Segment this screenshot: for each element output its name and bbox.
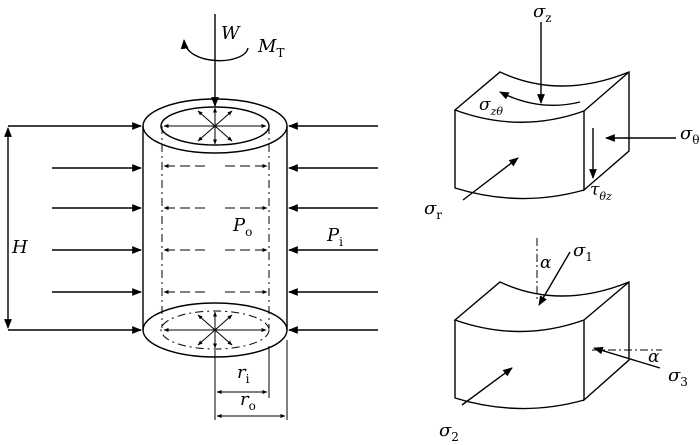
height-label: H <box>11 237 28 258</box>
sigma-theta-label: σθ <box>680 123 700 147</box>
cylinder-bottom-inner <box>160 310 270 350</box>
stress-element-top-arrows <box>462 22 676 201</box>
external-pressure-arrows-right <box>288 122 378 334</box>
tau-theta-z-label: τθz <box>590 180 612 203</box>
external-pressure-arrows-left <box>8 122 142 334</box>
radius-dimensions <box>214 340 288 420</box>
top-radial-pressure-arrows <box>163 107 267 145</box>
axial-load-label: W <box>221 23 241 44</box>
stress-element-top <box>453 70 630 200</box>
sigma-z-theta-label: σzθ <box>479 95 503 118</box>
torque-label: MT <box>257 36 284 60</box>
outer-pressure-label: Po <box>232 215 252 239</box>
sigma-r-label: σr <box>424 198 442 222</box>
stress-element-bottom <box>453 280 630 410</box>
sigma-2-label: σ2 <box>439 420 459 444</box>
sigma-z-label: σz <box>533 1 552 25</box>
alpha-angle-top-label: α <box>540 253 552 273</box>
alpha-angle-right-label: α <box>648 347 660 367</box>
sigma-1-label: σ1 <box>573 240 593 264</box>
torque-arrow <box>180 39 249 62</box>
outer-radius-label: ro <box>240 389 256 413</box>
hollow-cylinder <box>142 98 288 358</box>
inner-pressure-label: Pi <box>326 225 343 249</box>
cylinder-top-inner <box>160 106 270 146</box>
sigma-3-label: σ3 <box>668 365 688 389</box>
stress-element-bottom-arrows <box>461 238 662 406</box>
inner-radius-label: ri <box>237 362 250 386</box>
internal-pressure-arrows <box>163 164 268 294</box>
bottom-radial-pressure-arrows <box>163 311 267 349</box>
